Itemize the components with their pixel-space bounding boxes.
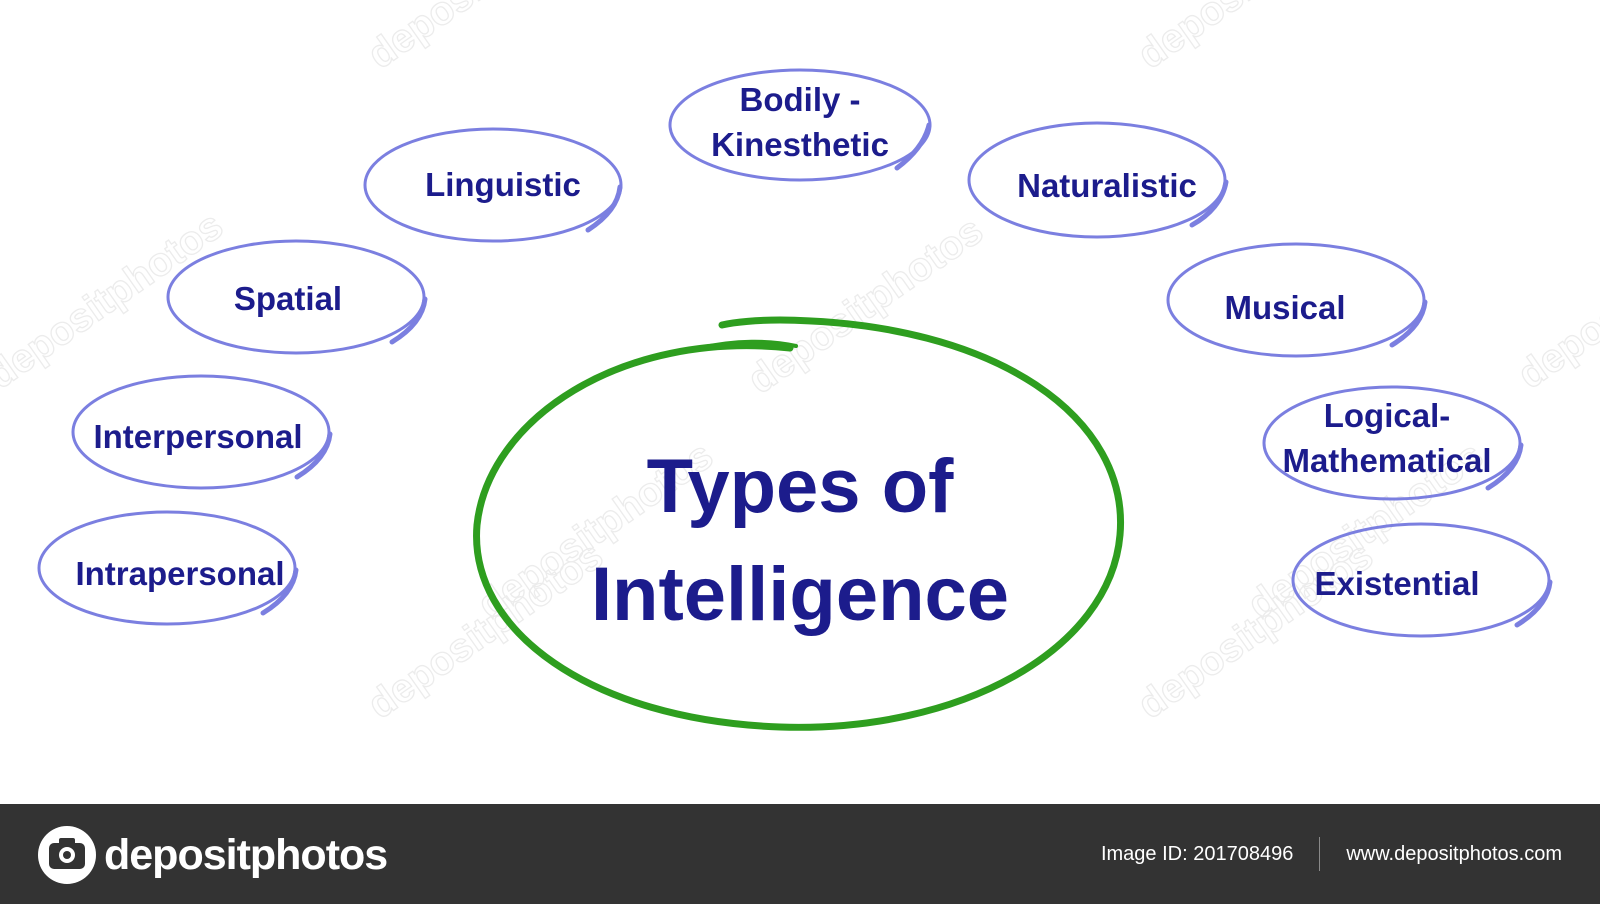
watermark-stamp: depositphotos: [0, 203, 231, 397]
bubble-label: Existential: [1314, 565, 1479, 602]
image-id: Image ID: 201708496: [1100, 842, 1294, 865]
bubble-label: Naturalistic: [1017, 167, 1197, 204]
diagram-area: depositphotos depositphotos depositphotos d…: [0, 0, 1600, 731]
watermark-stamp: depositphotos: [1510, 203, 1600, 397]
bubble-naturalistic: Naturalistic: [967, 121, 1229, 239]
bubble-label: Intrapersonal: [75, 555, 284, 592]
watermark-stamp: depositphotos: [360, 0, 611, 77]
footer-divider: [1319, 837, 1321, 871]
bubble-existential: Existential: [1291, 522, 1553, 638]
bubble-label-line-2: Mathematical: [1282, 442, 1491, 479]
brand-logo[interactable]: depositphotos: [38, 826, 388, 884]
center-title-line-2: Intelligence: [591, 552, 1009, 637]
bubble-label-line-1: Bodily -: [740, 81, 861, 118]
bubble-interpersonal: Interpersonal: [71, 374, 333, 490]
bubble-musical: Musical: [1166, 242, 1428, 358]
camera-icon: [38, 826, 96, 884]
bubble-intrapersonal: Intrapersonal: [37, 510, 299, 626]
bubble-label-line-2: Kinesthetic: [711, 126, 889, 163]
bubble-bodily-kinesthetic: Bodily - Kinesthetic: [668, 68, 932, 182]
bubble-logical-mathematical: Logical- Mathematical: [1262, 385, 1524, 501]
center-title-line-1: Types of: [647, 444, 955, 529]
footer-bar: depositphotos Image ID: 201708496 www.de…: [0, 804, 1600, 904]
center-ellipse: [473, 316, 1125, 731]
bubble-label: Spatial: [234, 280, 342, 317]
bubble-label: Musical: [1224, 289, 1345, 326]
watermark-stamp: depositphotos: [740, 208, 991, 402]
brand-name: depositphotos: [104, 830, 388, 879]
bubble-label-line-1: Logical-: [1324, 397, 1451, 434]
diagram-canvas: depositphotos depositphotos depositphotos d…: [0, 0, 1600, 731]
website-link[interactable]: www.depositphotos.com: [1346, 842, 1562, 865]
bubble-label: Interpersonal: [93, 418, 302, 455]
footer-info: Image ID: 201708496 www.depositphotos.co…: [1101, 804, 1562, 904]
bubble-label: Linguistic: [425, 166, 581, 203]
watermark-stamp: depositphotos: [1130, 0, 1381, 77]
bubble-spatial: Spatial: [166, 239, 428, 355]
bubble-linguistic: Linguistic: [363, 127, 623, 243]
